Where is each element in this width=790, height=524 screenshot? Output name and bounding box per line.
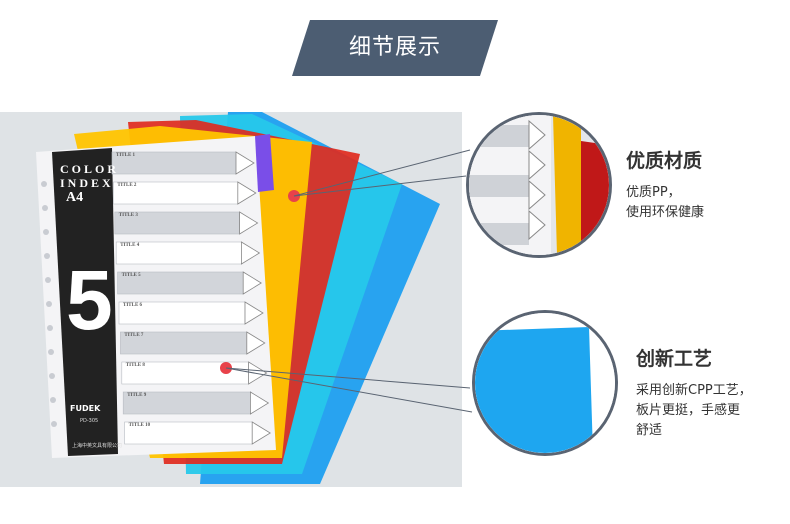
model-label: PD-305 (80, 418, 99, 424)
tab-title-label: TITLE 2 (117, 183, 137, 188)
detail-circle-process (472, 310, 618, 456)
tab-title-label: TITLE 4 (120, 243, 140, 248)
tab-arrow (244, 301, 264, 325)
feature-process: 创新工艺 采用创新CPP工艺， 板片更挺，手感更 舒适 (636, 344, 786, 441)
detail-circle-material (466, 112, 612, 258)
product-photo: COLOR INDEX A4 5 FUDEK PD-305 上海中英文具有限公司… (0, 112, 462, 487)
tab-title-label: TITLE 1 (116, 153, 136, 158)
tab-title-label: TITLE 5 (121, 273, 141, 278)
cover-line2: INDEX (60, 176, 114, 190)
company-label: 上海中英文具有限公司 (72, 443, 123, 449)
tab-arrow (240, 241, 261, 265)
tab-title-label: TITLE 9 (127, 393, 147, 398)
tab-arrow (239, 211, 259, 235)
tab-title-label: TITLE 3 (118, 213, 138, 218)
tab-title-label: TITLE 6 (123, 303, 143, 308)
tab-arrow (237, 181, 257, 205)
tab-arrow (235, 151, 255, 175)
feature-process-title: 创新工艺 (636, 348, 713, 370)
section-title: 细节展示 (348, 35, 441, 60)
section-banner: 细节展示 (292, 20, 498, 76)
tab-title-label: TITLE 8 (125, 363, 145, 368)
feature-material: 优质材质 优质PP， 使用环保健康 (626, 146, 766, 223)
cover-size: A4 (66, 190, 84, 205)
tab-arrow (246, 331, 266, 355)
cover-line1: COLOR (60, 162, 120, 176)
feature-material-title: 优质材质 (626, 150, 703, 172)
brand-logo: FUDEK (70, 404, 101, 413)
feature-material-desc: 优质PP， 使用环保健康 (626, 185, 705, 220)
tab-arrow (251, 421, 271, 445)
cover-number: 5 (66, 253, 113, 347)
tab-title-label: TITLE 10 (128, 423, 151, 428)
tab-title-label: TITLE 7 (124, 333, 144, 338)
tab-arrow (242, 271, 262, 295)
feature-process-desc: 采用创新CPP工艺， 板片更挺，手感更 舒适 (636, 383, 752, 438)
